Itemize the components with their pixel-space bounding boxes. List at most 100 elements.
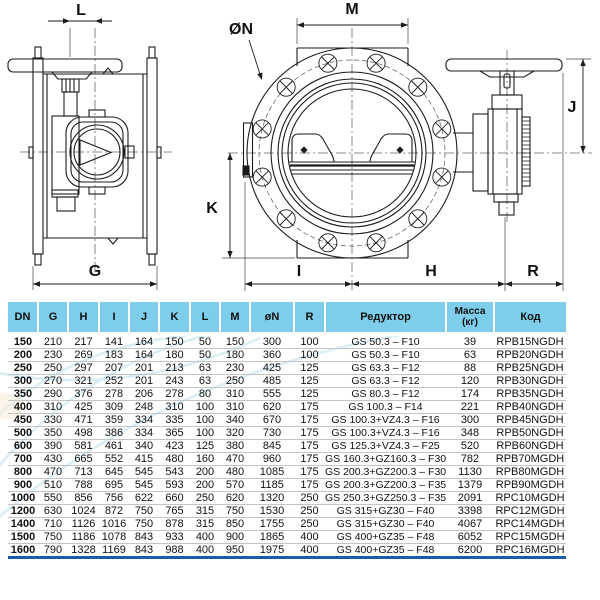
table-cell: 217 [68,333,99,349]
table-cell: 1078 [99,530,129,544]
column-header: Редуктор [324,302,447,336]
table-cell: GS 400+GZ35 – F48 [325,530,446,544]
table-cell: 39 [446,333,494,349]
table-cell: 50 [190,348,220,362]
dimension-IHR: I H R [244,73,564,291]
table-cell: 695 [99,478,129,492]
table-cell: 710 [38,517,68,531]
table-cell: 201 [129,361,159,375]
table-cell: 6200 [446,543,494,558]
table-cell: RPB60NGDH [494,439,566,453]
table-cell: 360 [250,348,294,362]
table-cell: 334 [129,413,159,427]
table-cell: 250 [190,491,220,505]
table-cell: 150 [220,333,250,349]
table-cell: 400 [294,530,325,544]
column-header: DN [8,302,39,336]
table-cell: 125 [190,439,220,453]
table-cell: 315 [190,517,220,531]
table-cell: 800 [8,465,38,479]
table-cell: 250 [8,361,38,375]
table-cell: GS 200.3+GZ200.3 – F30 [325,465,446,479]
table-cell: 960 [250,452,294,466]
table-cell: RPB45NGDH [494,413,566,427]
table-cell: 125 [294,387,325,401]
table-cell: 713 [68,465,99,479]
table-cell: RPC15MGDH [494,530,566,544]
table-cell: 988 [159,543,190,558]
table-cell: GS 50.3 – F10 [325,348,446,362]
dim-label-J: J [568,99,577,116]
table-cell: 300 [446,413,494,427]
table-cell: 321 [68,374,99,388]
table-cell: 782 [446,452,494,466]
table-cell: 1865 [250,530,294,544]
table-cell: RPB90MGDH [494,478,566,492]
table-cell: GS 250.3+GZ250.3 – F35 [325,491,446,505]
table-cell: 1975 [250,543,294,558]
table-cell: 4067 [446,517,494,531]
table-cell: 175 [294,478,325,492]
table-cell: RPB35NGDH [494,387,566,401]
table-cell: 750 [220,504,250,518]
dimension-G: G [32,263,158,290]
table-cell: 3398 [446,504,494,518]
table-cell: 359 [99,413,129,427]
table-cell: 510 [38,478,68,492]
table-cell: 843 [129,530,159,544]
table-cell: 386 [99,426,129,440]
table-cell: 175 [294,465,325,479]
table-cell: 550 [38,491,68,505]
table-cell: 843 [129,543,159,558]
table-cell: 1400 [8,517,38,531]
table-cell: 470 [38,465,68,479]
table-cell: 400 [294,543,325,558]
table-cell: 350 [38,426,68,440]
table-cell: 425 [68,400,99,414]
table-cell: 300 [250,333,294,349]
table-cell: 50 [190,333,220,349]
table-cell: 250 [38,361,68,375]
table-cell: 545 [129,465,159,479]
table-cell: 1126 [68,517,99,531]
table-cell: 250 [294,517,325,531]
table-cell: 201 [129,374,159,388]
table-cell: 310 [38,400,68,414]
table-cell: 340 [129,439,159,453]
table-cell: GS 50.3 – F10 [325,333,446,349]
table-cell: 850 [220,517,250,531]
column-header: I [98,302,130,336]
table-cell: 750 [129,517,159,531]
table-cell: GS 200.3+GZ200.3 – F35 [325,478,446,492]
table-cell: GS 100.3+VZ4.3 – F16 [325,426,446,440]
table-cell: 180 [159,348,190,362]
table-cell: 200 [8,348,38,362]
table-cell: 320 [220,426,250,440]
column-header: R [293,302,326,336]
table-cell: 520 [446,439,494,453]
table-cell: 552 [99,452,129,466]
table-cell: 415 [129,452,159,466]
table-cell: RPB40NGDH [494,400,566,414]
dimension-J: J [566,58,591,153]
table-cell: 600 [8,439,38,453]
table-cell: 200 [190,478,220,492]
table-cell: 581 [68,439,99,453]
table-cell: 498 [68,426,99,440]
table-cell: 485 [250,374,294,388]
table-cell: 174 [446,387,494,401]
table-cell: 790 [38,543,68,558]
table-cell: 878 [159,517,190,531]
dim-label-M: M [345,1,358,18]
table-cell: 125 [294,374,325,388]
table-cell: 297 [68,361,99,375]
table-cell: 1085 [250,465,294,479]
table-cell: 310 [159,400,190,414]
table-cell: 160 [190,452,220,466]
table-cell: 1130 [446,465,494,479]
table-cell: 1530 [250,504,294,518]
